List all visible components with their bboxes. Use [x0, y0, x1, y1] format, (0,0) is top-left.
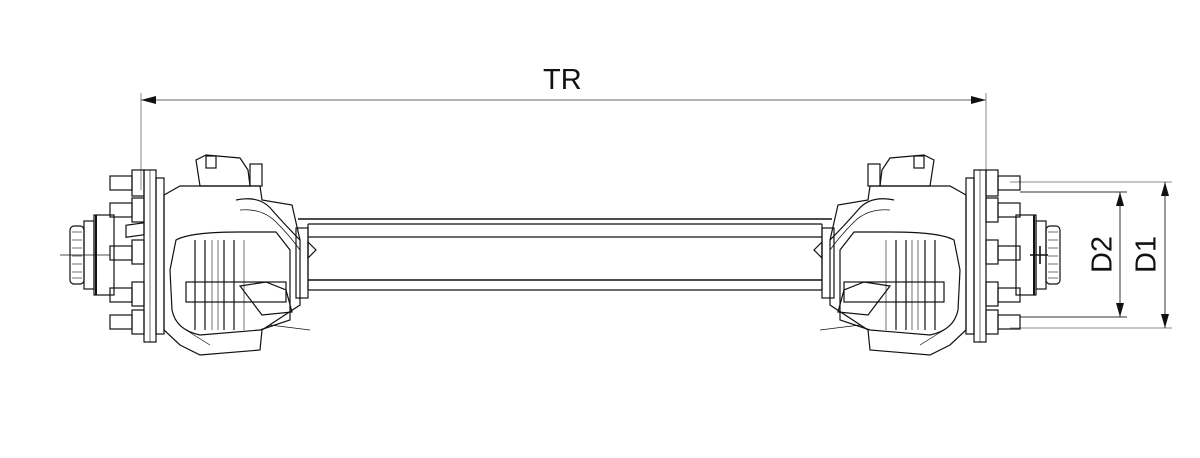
d-dimensions	[1010, 181, 1172, 329]
left-brake-caliper	[163, 154, 317, 356]
tr-dimension	[140, 93, 987, 190]
arrow-left-icon	[141, 96, 156, 104]
left-hub-cap	[60, 214, 115, 296]
d1-dimension-label: D1	[1130, 235, 1163, 274]
arrow-right-icon	[971, 96, 986, 104]
left-brake-disc	[143, 169, 165, 343]
d2-dimension-label: D2	[1086, 235, 1119, 274]
right-wheel-studs	[985, 169, 1021, 335]
right-wheel-end	[813, 154, 1061, 356]
right-hub-cap	[1015, 214, 1061, 296]
left-wheel-end	[60, 154, 317, 356]
right-brake-disc	[965, 169, 987, 343]
right-brake-caliper	[813, 154, 967, 356]
left-wheel-studs	[109, 169, 145, 335]
tr-dimension-label: TR	[543, 64, 582, 96]
axle-beam	[298, 218, 832, 291]
